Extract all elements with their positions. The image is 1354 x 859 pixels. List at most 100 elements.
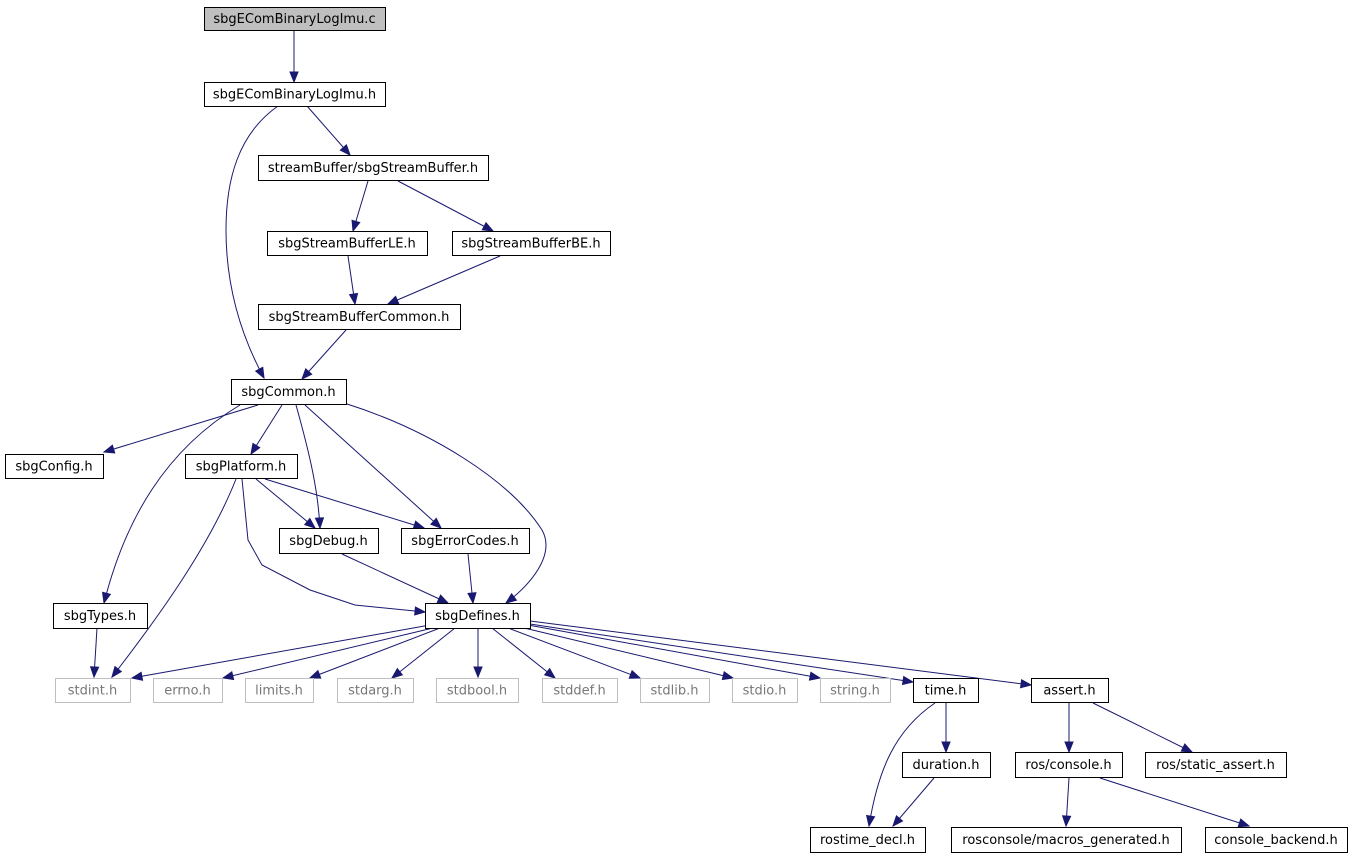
edge-line (222, 627, 434, 679)
edge-line (397, 180, 494, 232)
node-box (258, 304, 461, 330)
node-label: sbgPlatform.h (196, 460, 286, 475)
edge-line (507, 627, 641, 679)
node-root[interactable]: sbgEComBinaryLogImu.c (204, 7, 386, 31)
node-debug[interactable]: sbgDebug.h (279, 528, 379, 554)
edge-stream_le-to-stream_common (347, 255, 359, 306)
edge-common-to-error_codes (304, 404, 442, 529)
node-stream-be[interactable]: sbgStreamBufferBE.h (452, 231, 611, 256)
node-ros-console[interactable]: ros/console.h (1015, 752, 1123, 778)
edge-line (111, 478, 237, 678)
node-config[interactable]: sbgConfig.h (5, 454, 104, 479)
node-stdlib: stdlib.h (640, 678, 710, 703)
edge-common-to-types (101, 404, 241, 605)
node-time[interactable]: time.h (913, 678, 979, 703)
node-common[interactable]: sbgCommon.h (231, 379, 347, 405)
node-stdarg: stdarg.h (337, 678, 414, 703)
node-label: sbgStreamBufferCommon.h (269, 310, 450, 325)
edge-error_codes-to-defines (467, 553, 477, 605)
edge-arrowhead (1064, 741, 1074, 754)
edge-defines-to-errno (221, 627, 434, 681)
edge-platform-to-defines (241, 478, 427, 616)
edge-arrowhead (504, 592, 518, 604)
node-box (401, 528, 530, 554)
node-platform[interactable]: sbgPlatform.h (185, 454, 298, 479)
node-box (951, 827, 1182, 853)
edge-line (295, 404, 321, 529)
node-box (185, 454, 298, 479)
edge-arrowhead (808, 671, 822, 681)
node-assert[interactable]: assert.h (1031, 678, 1109, 703)
node-label: assert.h (1043, 684, 1095, 699)
edge-line (255, 478, 316, 529)
edge-arrowhead (865, 814, 876, 828)
edge-line (304, 404, 442, 529)
edge-line (301, 329, 347, 380)
node-types[interactable]: sbgTypes.h (53, 603, 148, 629)
edge-arrowhead (1061, 815, 1072, 828)
node-label: rosconsole/macros_generated.h (962, 833, 1169, 848)
edge-arrowhead (250, 442, 261, 456)
edge-arrowhead (308, 669, 322, 679)
edge-arrowhead (1237, 818, 1251, 828)
node-box (820, 678, 891, 703)
edge-line (529, 623, 914, 683)
node-label: console_backend.h (1214, 833, 1337, 848)
edge-arrowhead (390, 667, 404, 679)
node-box (425, 603, 531, 629)
node-box (267, 231, 428, 256)
node-error-codes[interactable]: sbgErrorCodes.h (401, 528, 530, 554)
edge-arrowhead (351, 219, 361, 233)
node-label: stdio.h (743, 684, 787, 699)
edge-line (527, 624, 821, 679)
edge-defines-to-stddef (491, 627, 557, 679)
node-stddef: stddef.h (542, 678, 618, 703)
node-box (337, 678, 414, 703)
node-box (1205, 827, 1348, 853)
node-stream-common[interactable]: sbgStreamBufferCommon.h (258, 304, 461, 330)
edge-arrowhead (473, 666, 483, 679)
node-label: sbgTypes.h (64, 609, 136, 624)
edge-arrowhead (102, 444, 116, 454)
edge-arrowhead (543, 667, 557, 679)
edge-line (241, 478, 426, 613)
edge-assert-to-ros_console (1064, 703, 1074, 754)
edge-binlog_h-to-stream_buffer (306, 105, 351, 157)
node-label: time.h (925, 684, 967, 699)
edge-defines-to-limits (308, 627, 441, 679)
node-static-assert[interactable]: ros/static_assert.h (1145, 752, 1287, 778)
node-box (204, 82, 386, 107)
edge-ros_console-to-macros_generated (1061, 777, 1072, 828)
node-label: ros/console.h (1025, 758, 1111, 773)
edge-arrowhead (289, 71, 299, 84)
edge-line (529, 620, 1032, 686)
node-box (542, 678, 618, 703)
node-stream-buffer[interactable]: streamBuffer/sbgStreamBuffer.h (258, 155, 489, 181)
node-box (204, 7, 386, 31)
node-binlog-h[interactable]: sbgEComBinaryLogImu.h (204, 82, 386, 107)
edge-arrowhead (89, 666, 100, 679)
node-console-backend[interactable]: console_backend.h (1205, 827, 1348, 853)
edge-line (309, 627, 441, 679)
node-defines[interactable]: sbgDefines.h (425, 603, 531, 629)
edge-line (892, 777, 935, 827)
edge-line (868, 702, 936, 827)
edge-defines-to-assert (529, 620, 1033, 689)
edge-arrowhead (348, 292, 359, 306)
edge-line (519, 626, 734, 679)
node-stream-le[interactable]: sbgStreamBufferLE.h (267, 231, 428, 256)
edge-line (343, 402, 547, 604)
node-box (258, 155, 489, 181)
edge-arrowhead (1180, 743, 1194, 753)
node-macros-generated[interactable]: rosconsole/macros_generated.h (951, 827, 1182, 853)
edge-debug-to-defines (341, 553, 450, 604)
edge-binlog_h-to-common (225, 105, 279, 380)
edge-arrowhead (221, 670, 235, 681)
node-duration[interactable]: duration.h (902, 752, 991, 778)
node-box (436, 678, 519, 703)
edge-arrowhead (414, 606, 427, 616)
node-label: errno.h (164, 684, 211, 699)
node-label: sbgEComBinaryLogImu.c (213, 12, 375, 27)
edge-root-to-binlog_h (289, 31, 299, 84)
node-rostime-decl[interactable]: rostime_decl.h (810, 827, 926, 853)
